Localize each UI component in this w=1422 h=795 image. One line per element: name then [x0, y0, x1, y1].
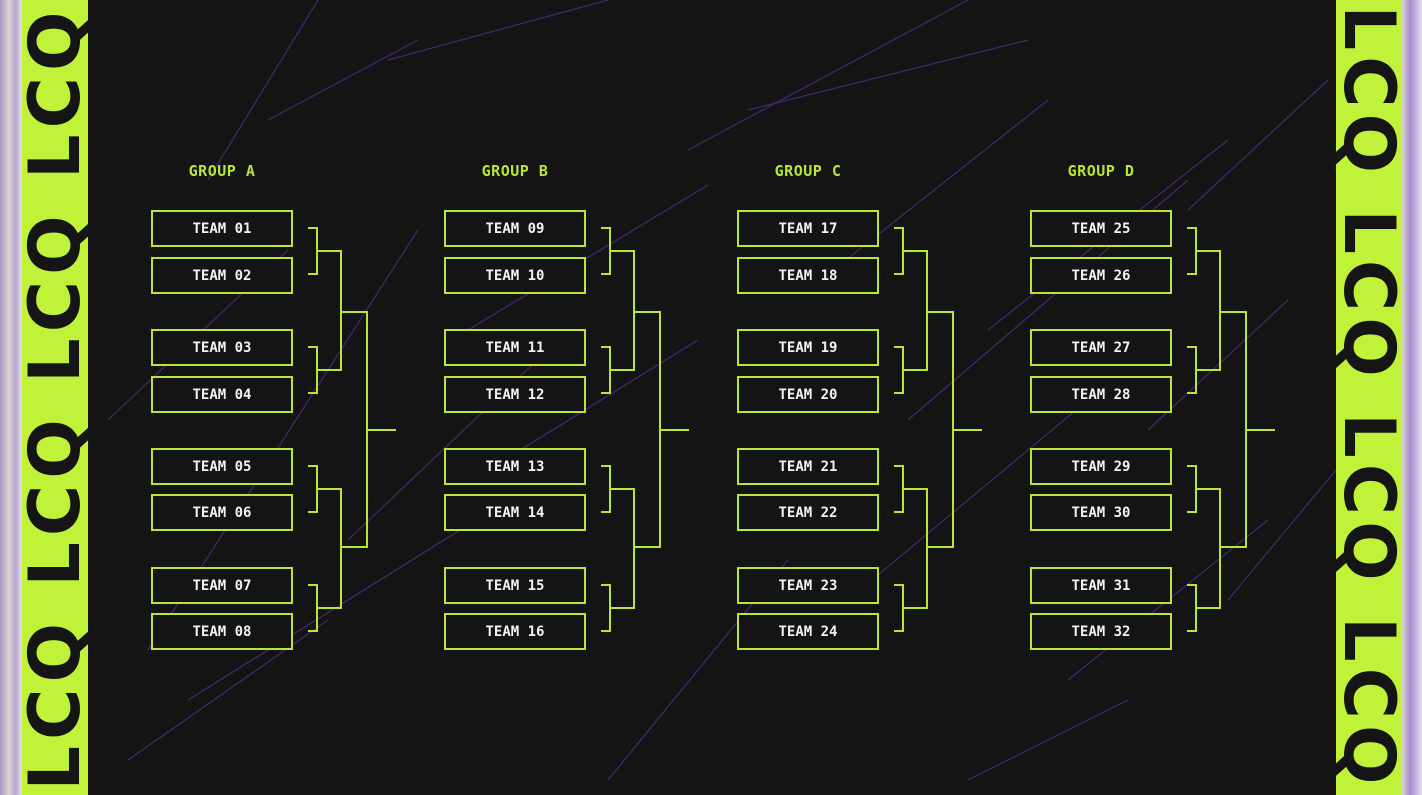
group-d: GROUP D TEAM 25 TEAM 26 TEAM 27 TEAM 28 …	[1030, 0, 1323, 795]
team-slot[interactable]: TEAM 06	[151, 494, 293, 531]
right-banner-text: LCQ LCQ LCQ LCQ LCQ LCQ	[1336, 0, 1402, 795]
team-slot[interactable]: TEAM 01	[151, 210, 293, 247]
team-slot[interactable]: TEAM 28	[1030, 376, 1172, 413]
team-slot[interactable]: TEAM 30	[1030, 494, 1172, 531]
group-title: GROUP A	[188, 162, 256, 180]
group-c: GROUP C TEAM 17 TEAM 18 TEAM 19 TEAM 20 …	[737, 0, 1030, 795]
team-slot[interactable]: TEAM 22	[737, 494, 879, 531]
team-slot[interactable]: TEAM 24	[737, 613, 879, 650]
team-slot[interactable]: TEAM 17	[737, 210, 879, 247]
bracket-lines	[601, 227, 689, 632]
team-slot[interactable]: TEAM 02	[151, 257, 293, 294]
team-slot[interactable]: TEAM 07	[151, 567, 293, 604]
team-slot[interactable]: TEAM 16	[444, 613, 586, 650]
team-slot[interactable]: TEAM 27	[1030, 329, 1172, 366]
team-slot[interactable]: TEAM 03	[151, 329, 293, 366]
team-slot[interactable]: TEAM 21	[737, 448, 879, 485]
group-title: GROUP B	[481, 162, 549, 180]
left-banner-text: LCQ LCQ LCQ LCQ LCQ LCQ	[22, 0, 88, 795]
left-edge-gradient	[0, 0, 22, 795]
bracket-lines	[1187, 227, 1275, 632]
group-b: GROUP B TEAM 09 TEAM 10 TEAM 11 TEAM 12 …	[444, 0, 737, 795]
team-slot[interactable]: TEAM 31	[1030, 567, 1172, 604]
team-slot[interactable]: TEAM 26	[1030, 257, 1172, 294]
team-slot[interactable]: TEAM 29	[1030, 448, 1172, 485]
team-slot[interactable]: TEAM 14	[444, 494, 586, 531]
team-slot[interactable]: TEAM 09	[444, 210, 586, 247]
team-slot[interactable]: TEAM 13	[444, 448, 586, 485]
team-slot[interactable]: TEAM 15	[444, 567, 586, 604]
team-slot[interactable]: TEAM 23	[737, 567, 879, 604]
bracket-lines	[894, 227, 982, 632]
team-slot[interactable]: TEAM 08	[151, 613, 293, 650]
team-slot[interactable]: TEAM 12	[444, 376, 586, 413]
group-title: GROUP C	[774, 162, 842, 180]
left-lcq-banner: LCQ LCQ LCQ LCQ LCQ LCQ	[22, 0, 88, 795]
team-slot[interactable]: TEAM 32	[1030, 613, 1172, 650]
team-slot[interactable]: TEAM 18	[737, 257, 879, 294]
bracket-stage: GROUP A TEAM 01 TEAM 02 TEAM 03 TEAM 04 …	[88, 0, 1336, 795]
group-title: GROUP D	[1067, 162, 1135, 180]
team-slot[interactable]: TEAM 19	[737, 329, 879, 366]
team-slot[interactable]: TEAM 20	[737, 376, 879, 413]
team-slot[interactable]: TEAM 10	[444, 257, 586, 294]
team-slot[interactable]: TEAM 04	[151, 376, 293, 413]
bracket-lines	[308, 227, 396, 632]
right-edge-gradient	[1402, 0, 1422, 795]
right-lcq-banner: LCQ LCQ LCQ LCQ LCQ LCQ	[1336, 0, 1402, 795]
team-slot[interactable]: TEAM 11	[444, 329, 586, 366]
team-slot[interactable]: TEAM 05	[151, 448, 293, 485]
group-a: GROUP A TEAM 01 TEAM 02 TEAM 03 TEAM 04 …	[151, 0, 444, 795]
team-slot[interactable]: TEAM 25	[1030, 210, 1172, 247]
